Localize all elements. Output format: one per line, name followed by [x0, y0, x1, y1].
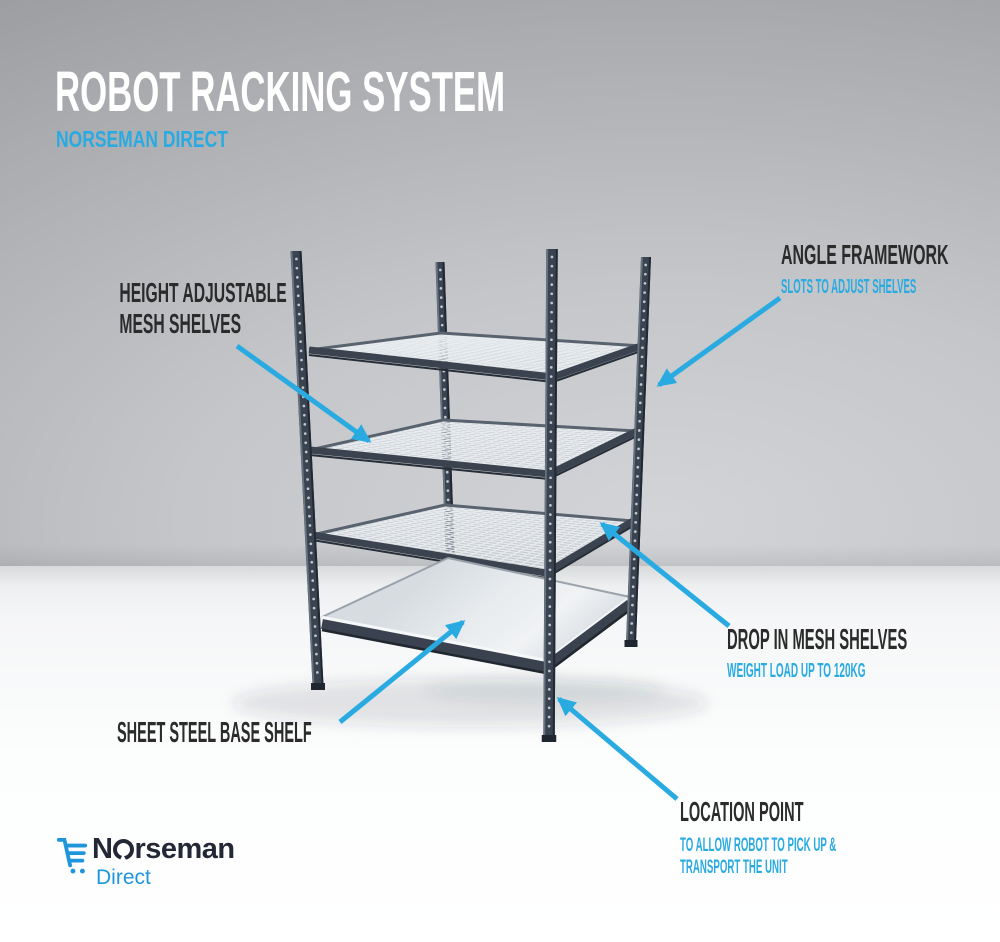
logo-stylized-o: [112, 838, 134, 860]
callout-location-point-line2: TRANSPORT THE UNIT: [680, 857, 788, 878]
callout-drop-in-mesh-title: DROP IN MESH SHELVES: [727, 624, 908, 656]
callout-height-adjustable-line1: HEIGHT ADJUSTABLE: [119, 277, 287, 308]
page-subtitle-text: NORSEMAN DIRECT: [56, 126, 228, 152]
callout-sheet-steel: SHEET STEEL BASE SHELF: [117, 719, 506, 748]
callout-height-adjustable: HEIGHT ADJUSTABLE MESH SHELVES: [27, 277, 287, 339]
front-posts: [290, 248, 651, 742]
logo-brand-rest: rseman: [134, 833, 235, 865]
callout-angle-framework-title: ANGLE FRAMEWORK: [781, 239, 949, 270]
callout-location-point-line1: TO ALLOW ROBOT TO PICK UP &: [680, 835, 837, 856]
callout-location-point: LOCATION POINT TO ALLOW ROBOT TO PICK UP…: [680, 797, 986, 879]
callout-angle-framework: ANGLE FRAMEWORK SLOTS TO ADJUST SHELVES: [781, 239, 1000, 299]
cart-wheel-right: [79, 868, 85, 874]
page-title: ROBOT RACKING SYSTEM: [55, 64, 793, 121]
page-title-text: ROBOT RACKING SYSTEM: [55, 60, 506, 124]
callout-location-point-title: LOCATION POINT: [680, 796, 804, 827]
arrow-height-adjustable: [235, 343, 372, 444]
page-subtitle: NORSEMAN DIRECT: [56, 128, 282, 151]
cart-handle: [56, 838, 72, 868]
callout-drop-in-mesh-subtitle: WEIGHT LOAD UP TO 120KG: [727, 660, 866, 682]
callout-sheet-steel-title: SHEET STEEL BASE SHELF: [117, 717, 312, 749]
callout-drop-in-mesh: DROP IN MESH SHELVES WEIGHT LOAD UP TO 1…: [727, 624, 1000, 682]
mesh-shelves: [308, 331, 643, 579]
arrow-angle-framework: [656, 295, 782, 388]
arrow-sheet-steel: [338, 620, 466, 724]
arrow-location-point: [556, 697, 679, 801]
cart-wheel-left: [70, 868, 76, 874]
arrow-drop-in-mesh: [599, 522, 731, 628]
callout-angle-framework-subtitle: SLOTS TO ADJUST SHELVES: [781, 276, 917, 298]
annotation-arrows: [235, 295, 782, 801]
logo-tagline: Direct: [96, 866, 151, 889]
callout-height-adjustable-line2: MESH SHELVES: [119, 308, 242, 339]
logo-brand-n: N: [92, 833, 113, 865]
shopping-cart-icon: [56, 838, 88, 874]
steel-base-shelf: [321, 557, 633, 675]
